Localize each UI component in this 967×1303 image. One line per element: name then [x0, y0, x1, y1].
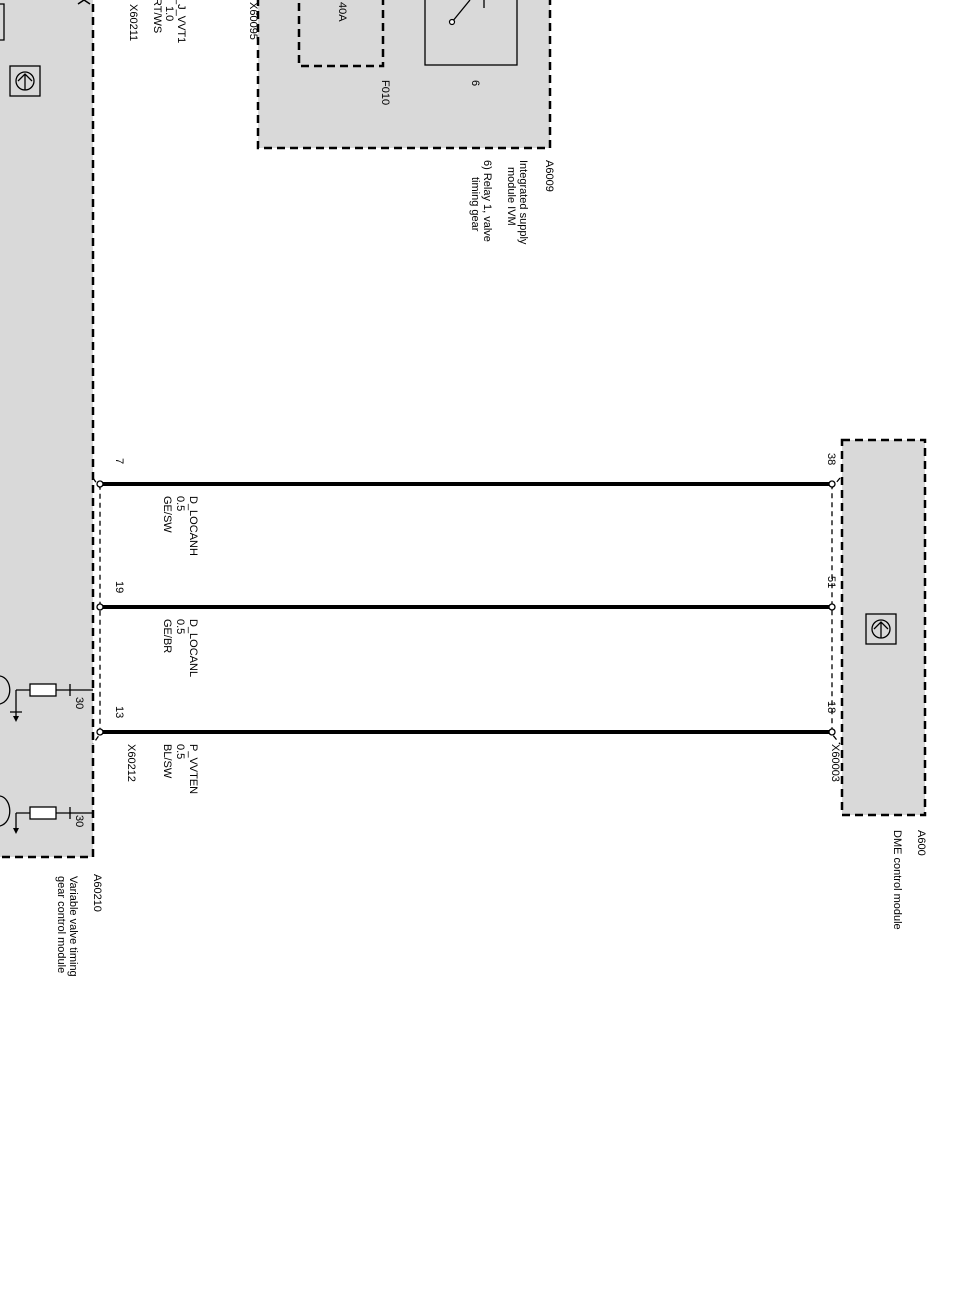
vvt-signal-size: 1.0: [163, 6, 175, 21]
relay-6-box: [424, 0, 518, 66]
relay-number: 6: [469, 80, 481, 86]
vvt-control-module: 30 30: [0, 0, 95, 859]
dme-control-module: [840, 438, 927, 817]
dme-module-name: DME control module: [891, 830, 903, 930]
ivm-supply-module: [256, 0, 552, 150]
terminal-30-a: 30: [0, 675, 93, 722]
terminal-30-b: 30: [0, 795, 93, 834]
vvt-module-name-line1: Variable valve timing: [67, 876, 79, 977]
dme-module-box: [840, 438, 927, 817]
dme-connector-x60003: X60003: [829, 744, 841, 782]
vvt-signal-color: RT/WS: [151, 0, 163, 33]
ivm-desc-line3: 6) Relay 1, valve: [481, 160, 493, 242]
terminal-30b-label: 30: [73, 815, 85, 827]
wire-size-label: 0.5: [174, 744, 186, 759]
vvt-module-id: A60210: [91, 874, 103, 912]
wire-color-label: BL/SW: [161, 744, 173, 779]
vvt-signal-name: _J_VVT1: [175, 0, 187, 43]
ivm-desc-line4: timing gear: [469, 177, 481, 232]
fuse-id: F010: [379, 80, 391, 105]
terminal-30a-label: 30: [73, 697, 85, 709]
vvt-pin-number: 19: [113, 581, 125, 593]
x60212-connector-outline: [92, 477, 101, 745]
wire-size-label: 0.5: [174, 496, 186, 511]
control-unit-icon: [871, 619, 891, 639]
x60003-connector-outline: [831, 477, 841, 745]
dme-pin-number: 18: [825, 701, 837, 713]
fuse-f010-box: [297, 0, 385, 68]
vvt-module-name-line2: gear control module: [55, 876, 67, 973]
wire-name-label: D_LOCANL: [187, 619, 199, 677]
vvt-pin-terminal: [96, 603, 104, 611]
ivm-connector-x60095: X60095: [247, 2, 259, 40]
dme-pin-number: 38: [825, 453, 837, 465]
dme-pin-terminal: [828, 728, 836, 736]
control-unit-icon: [15, 71, 35, 91]
wire-name-label: D_LOCANH: [187, 496, 199, 556]
relay-switch-icon: [448, 0, 485, 26]
wire-size-label: 0.5: [174, 619, 186, 634]
ivm-desc-line2: module IVM: [505, 167, 517, 226]
wire-color-label: GE/SW: [161, 496, 173, 533]
ivm-module-box: [256, 0, 552, 150]
fuse-rating: 40A: [336, 2, 348, 22]
vvt-pin-number: 7: [113, 458, 125, 464]
dme-pin-number: 51: [825, 576, 837, 588]
dme-module-id: A600: [915, 830, 927, 856]
dme-pin-terminal: [828, 603, 836, 611]
dme-pin-terminal: [828, 480, 836, 488]
wire-color-label: GE/BR: [161, 619, 173, 653]
vvt-pin-number: 13: [113, 706, 125, 718]
ivm-module-id: A6009: [543, 160, 555, 192]
wire-name-label: P_VVTEN: [187, 744, 199, 794]
vvt-module-box: [0, 0, 95, 859]
wire-label-group: D_LOCANH0.5GE/SW387D_LOCANL0.5GE/BR5119P…: [113, 453, 837, 794]
wire-group: [96, 480, 836, 736]
vvt-pin-terminal: [96, 480, 104, 488]
ivm-desc-line1: Integrated supply: [517, 160, 529, 245]
vvt-connector-x60212: X60212: [125, 744, 137, 782]
vvt-connector-x60211: X60211: [127, 4, 139, 41]
vvt-pin-terminal: [96, 728, 104, 736]
